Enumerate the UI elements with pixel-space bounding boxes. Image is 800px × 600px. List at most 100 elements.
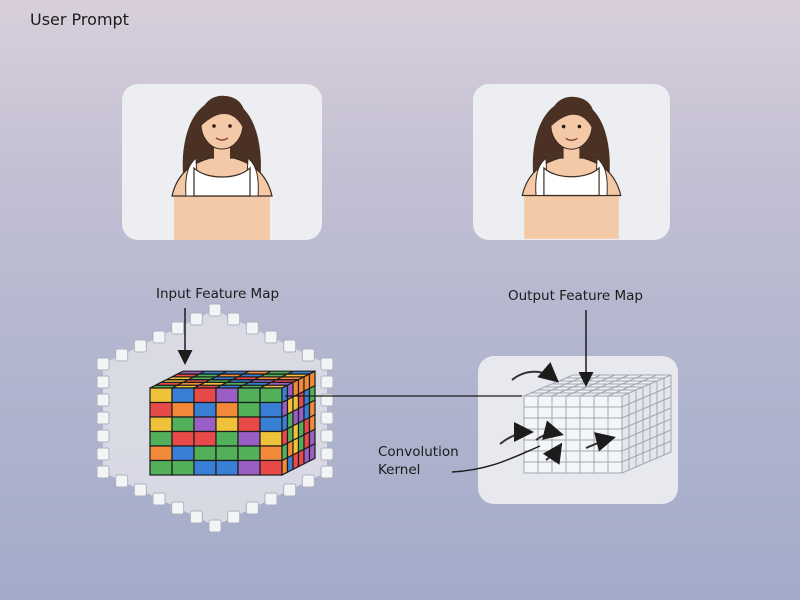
- cube-front-cell: [259, 401, 283, 418]
- output-front-cell: [537, 406, 553, 419]
- frame-block: [96, 411, 110, 425]
- frame-block: [283, 483, 297, 497]
- cube-front-cell: [215, 387, 239, 404]
- cube-front-cell: [149, 430, 173, 447]
- cube-front-cell: [193, 445, 217, 462]
- woman-portrait-icon: [521, 96, 622, 239]
- cube-front-cell: [149, 459, 173, 476]
- cube-side-cell: [303, 445, 311, 465]
- output-front-cell: [565, 428, 581, 441]
- output-front-cell: [565, 417, 581, 430]
- frame-block: [189, 312, 203, 326]
- frame-block: [115, 474, 129, 488]
- cube-front-cell: [259, 387, 283, 404]
- output-front-cell: [523, 461, 539, 474]
- frame-block: [320, 357, 334, 371]
- frame-block: [301, 474, 315, 488]
- frame-block: [171, 321, 185, 335]
- output-side-cell: [656, 443, 665, 459]
- frame-block: [189, 510, 203, 524]
- cube-front-cell: [259, 459, 283, 476]
- cube-front-cell: [149, 401, 173, 418]
- cube-front-cell: [237, 459, 261, 476]
- cube-front-cell: [237, 416, 261, 433]
- output-side-cell: [663, 440, 672, 456]
- frame-block: [96, 465, 110, 479]
- output-side-cell: [628, 455, 637, 471]
- cube-front-cell: [215, 445, 239, 462]
- input-feature-cube: [149, 370, 316, 476]
- cube-front-cell: [237, 387, 261, 404]
- cube-front-cell: [259, 430, 283, 447]
- frame-block: [227, 312, 241, 326]
- cube-front-cell: [193, 459, 217, 476]
- output-front-cell: [565, 439, 581, 452]
- curved-arrow-icon: [542, 442, 563, 465]
- cube-front-cell: [193, 401, 217, 418]
- input-portrait-card: [122, 84, 322, 240]
- cube-front-cell: [259, 445, 283, 462]
- output-front-cell: [607, 450, 623, 463]
- frame-block: [264, 492, 278, 506]
- cube-front-cell: [171, 459, 195, 476]
- output-front-cell: [565, 450, 581, 463]
- output-front-cell: [551, 417, 567, 430]
- cube-side-cell: [281, 456, 289, 476]
- output-front-cell: [579, 428, 595, 441]
- output-front-cell: [579, 395, 595, 408]
- output-front-cell: [551, 439, 567, 452]
- cube-front-cell: [171, 401, 195, 418]
- output-front-cell: [565, 461, 581, 474]
- frame-block: [283, 339, 297, 353]
- cube-front-cell: [149, 416, 173, 433]
- frame-block: [96, 357, 110, 371]
- cube-front-cell: [237, 401, 261, 418]
- output-front-cell: [565, 395, 581, 408]
- frame-block: [115, 348, 129, 362]
- cube-front-cell: [171, 387, 195, 404]
- output-front-cell: [593, 428, 609, 441]
- cube-side-cell: [297, 448, 305, 468]
- output-front-cell: [523, 428, 539, 441]
- output-front-cell: [537, 395, 553, 408]
- output-front-cell: [565, 406, 581, 419]
- cube-front-cell: [215, 459, 239, 476]
- output-front-cell: [593, 406, 609, 419]
- frame-block: [208, 519, 222, 533]
- output-front-cell: [551, 461, 567, 474]
- output-front-cell: [607, 395, 623, 408]
- frame-block: [320, 429, 334, 443]
- output-front-cell: [537, 439, 553, 452]
- convolution-kernel-label: Convolution: [378, 444, 459, 460]
- output-side-cell: [621, 458, 630, 474]
- output-front-cell: [593, 395, 609, 408]
- frame-block: [96, 429, 110, 443]
- cube-front-cell: [193, 430, 217, 447]
- output-front-cell: [593, 461, 609, 474]
- cube-front-cell: [149, 387, 173, 404]
- output-front-cell: [523, 395, 539, 408]
- frame-block: [96, 447, 110, 461]
- frame-block: [152, 492, 166, 506]
- output-front-cell: [551, 395, 567, 408]
- output-front-cell: [579, 450, 595, 463]
- output-front-cell: [523, 417, 539, 430]
- frame-block: [227, 510, 241, 524]
- frame-block: [320, 393, 334, 407]
- cube-front-cell: [171, 416, 195, 433]
- output-front-cell: [579, 406, 595, 419]
- cube-front-cell: [215, 416, 239, 433]
- kernel-pointer-line: [451, 445, 541, 473]
- output-side-cell: [635, 452, 644, 468]
- frame-block: [320, 465, 334, 479]
- frame-block: [96, 375, 110, 389]
- frame-block: [96, 393, 110, 407]
- frame-block: [320, 447, 334, 461]
- cube-front-cell: [237, 445, 261, 462]
- frame-block: [133, 339, 147, 353]
- cube-front-cell: [171, 445, 195, 462]
- output-side-cell: [642, 449, 651, 465]
- cube-front-cell: [237, 430, 261, 447]
- output-feature-map-label: Output Feature Map: [508, 288, 643, 304]
- curved-arrow-icon: [511, 361, 560, 383]
